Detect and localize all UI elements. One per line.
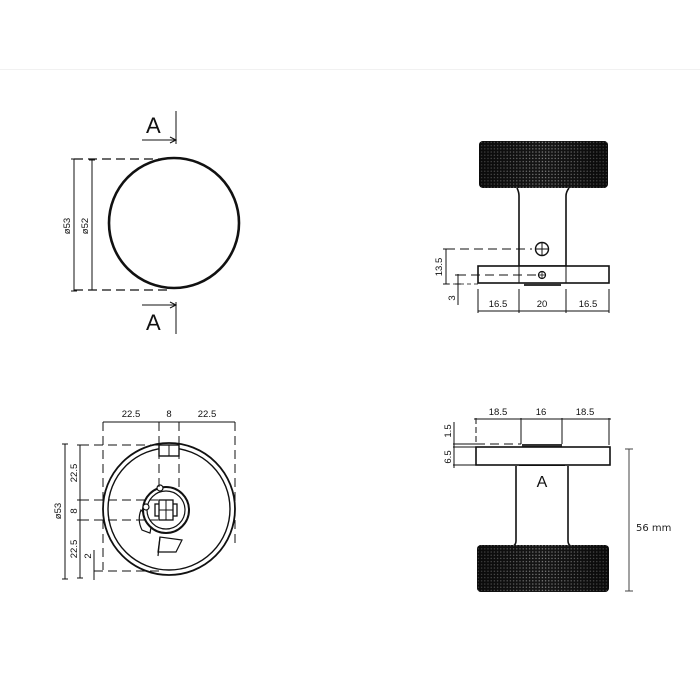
rose-back-view: 22.5 8 22.5 ø53 22.5 8 22.5 2 — [53, 409, 236, 580]
rose-plate-bottom — [475, 446, 611, 466]
header-separator — [0, 69, 700, 70]
dim-rose-width-center: 8 — [166, 409, 171, 420]
side-view-top: 13.5 3 16.5 20 16.5 — [434, 141, 610, 313]
latch-mechanism — [138, 484, 190, 557]
side-view-bottom: A 18.5 16 18.5 1.5 6.5 56 mm — [443, 407, 671, 592]
section-marker-top: A — [142, 111, 178, 144]
dim-rose-offset: 2 — [83, 553, 94, 558]
dim-rose-width-left: 22.5 — [122, 409, 141, 420]
dim-bottom-width-right: 18.5 — [576, 407, 595, 418]
section-label-bottom: A — [146, 310, 161, 335]
dim-outer-diameter: ø53 — [62, 218, 73, 234]
knob-outline-circle — [107, 156, 241, 290]
front-view: A A ø53 ø52 — [62, 111, 241, 335]
dim-rose-height-bottom: 22.5 — [69, 540, 80, 559]
dim-rose-diameter: ø53 — [53, 503, 64, 519]
dim-bottom-width-center: 16 — [536, 407, 547, 418]
dim-width-left: 16.5 — [489, 299, 508, 310]
dim-plate-thickness: 6.5 — [443, 450, 454, 463]
section-label-top: A — [146, 113, 161, 138]
dim-small-hole: 3 — [447, 295, 458, 300]
dim-rose-height-top: 22.5 — [69, 464, 80, 483]
dim-total-height: 56 mm — [636, 523, 671, 534]
dim-width-right: 16.5 — [579, 299, 598, 310]
section-label-a: A — [537, 474, 548, 491]
dim-plate-top: 1.5 — [443, 424, 454, 437]
dim-rose-height-center: 8 — [69, 508, 80, 513]
dim-hole-height: 13.5 — [434, 258, 445, 277]
dim-width-center: 20 — [537, 299, 548, 310]
dim-inner-diameter: ø52 — [80, 218, 91, 234]
section-marker-bottom: A — [142, 301, 178, 335]
dim-bottom-width-left: 18.5 — [489, 407, 508, 418]
dim-rose-width-right: 22.5 — [198, 409, 217, 420]
